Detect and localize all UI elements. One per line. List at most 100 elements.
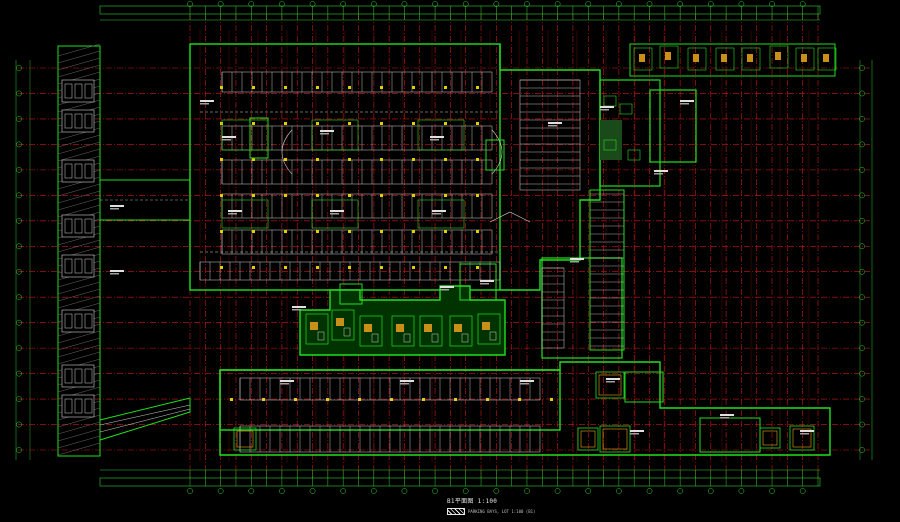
structural-column [348, 86, 351, 89]
elevator-shaft [665, 52, 671, 60]
bottom-dimension-line [99, 477, 821, 487]
axis-bubble [859, 217, 865, 224]
annotation-label [110, 208, 119, 210]
annotation-label [292, 309, 301, 311]
annotation-label [440, 286, 454, 288]
annotation-label [720, 417, 729, 419]
axis-bubble [16, 90, 22, 97]
parking-row [221, 193, 493, 219]
axis-bubble [859, 421, 865, 428]
structural-column [412, 158, 415, 161]
annotation-label [570, 258, 584, 260]
ramp-parking-bay [61, 109, 95, 133]
structural-column [476, 230, 479, 233]
annotation-label [480, 280, 494, 282]
ramp-car-icon [74, 313, 83, 329]
axis-bubble [279, 1, 285, 7]
elevator-shaft [639, 54, 645, 62]
axis-bubble [707, 1, 714, 7]
axis-bubble [16, 447, 22, 453]
axis-bubble [859, 167, 865, 173]
annotation-label [440, 289, 449, 291]
annotation-label [520, 380, 534, 382]
tower-room [769, 45, 789, 69]
core-room [449, 315, 473, 347]
ramp-car-icon [64, 218, 73, 234]
elevator-shaft [721, 54, 727, 62]
structural-column [380, 86, 383, 89]
annotation-label [400, 380, 414, 382]
axis-bubble [799, 1, 806, 7]
annotation-label [606, 378, 620, 380]
hatch-line [57, 239, 101, 253]
drawing-caption: B1平面图 1:100 [447, 498, 498, 505]
structural-column [252, 86, 255, 89]
ramp-car-icon [84, 368, 93, 384]
hatch-line [57, 141, 101, 155]
structural-column [380, 266, 383, 269]
axis-bubble [279, 488, 285, 494]
left-ramp-outline [57, 45, 101, 457]
annotation-label [222, 136, 236, 138]
tower-room [715, 47, 735, 71]
axis-bubble [769, 488, 775, 494]
structural-column [380, 230, 383, 233]
core-room [339, 283, 363, 305]
structural-column [454, 398, 457, 401]
stair-flight [371, 333, 379, 343]
structural-column [476, 86, 479, 89]
structural-column [316, 266, 319, 269]
ramp-car-icon [84, 258, 93, 274]
ramp-car-icon [74, 258, 83, 274]
east-ramp [589, 189, 625, 351]
axis-bubble [859, 447, 865, 453]
structural-column [444, 266, 447, 269]
structural-column [444, 122, 447, 125]
structural-column [284, 230, 287, 233]
structural-column [262, 398, 265, 401]
axis-bubble [16, 192, 22, 199]
drive-aisle-curve [281, 129, 293, 175]
stair-flight [461, 333, 469, 343]
axis-bubble [554, 1, 561, 7]
structural-column [412, 230, 415, 233]
ramp-car-icon [84, 163, 93, 179]
south-outer-wall [219, 361, 831, 456]
annotation-label [400, 383, 409, 385]
axis-bubble [859, 345, 865, 351]
core-room [459, 263, 497, 301]
structural-column [348, 122, 351, 125]
structural-column [476, 158, 479, 161]
structural-column [316, 86, 319, 89]
axis-bubble [187, 1, 193, 7]
ramp-parking-bay [61, 254, 95, 278]
hatch-line [57, 288, 101, 302]
parking-row [221, 125, 493, 151]
axis-bubble [16, 294, 22, 301]
structural-column [518, 398, 521, 401]
structural-column [252, 158, 255, 161]
service-room [577, 427, 599, 451]
annotation-label [600, 109, 609, 111]
structural-column [252, 122, 255, 125]
service-room-inner [598, 374, 622, 396]
ramp-car-icon [64, 258, 73, 274]
structural-column [220, 122, 223, 125]
axis-bubble [616, 1, 622, 7]
axis-bubble [524, 1, 530, 7]
annotation-label [222, 139, 231, 141]
service-room-inner [762, 430, 778, 446]
axis-bubble [309, 1, 316, 7]
structural-column [316, 194, 319, 197]
ramp-car-icon [64, 83, 73, 99]
structural-column [444, 194, 447, 197]
axis-bubble [16, 268, 22, 275]
stair-flight [403, 333, 411, 343]
structural-column [284, 122, 287, 125]
structural-column [230, 398, 233, 401]
service-room [789, 425, 815, 451]
structural-column [412, 194, 415, 197]
axis-bubble [859, 243, 865, 250]
ramp-car-icon [74, 113, 83, 129]
axis-bubble [524, 488, 530, 494]
